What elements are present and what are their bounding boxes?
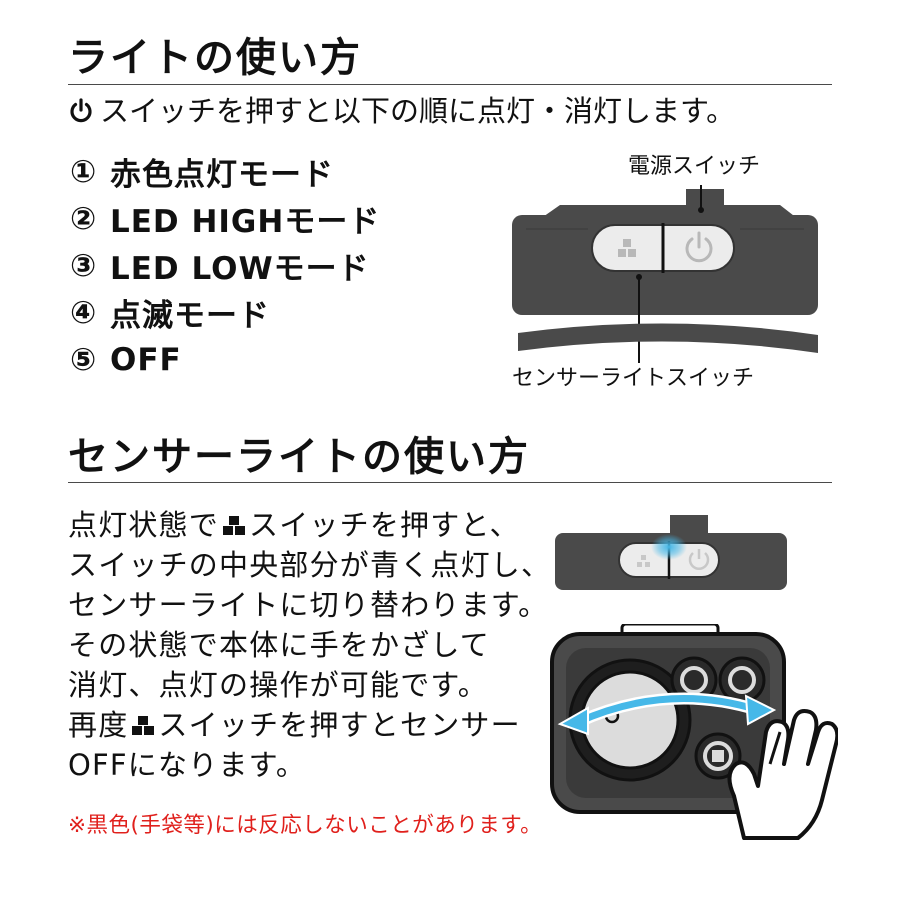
sensor-switch-icon	[132, 716, 155, 735]
swipe-arrow-icon	[557, 692, 777, 736]
headlamp-sensor-on-illustration	[555, 515, 787, 590]
section-title-light-usage: ライトの使い方	[68, 35, 362, 81]
instruction-line: OFFになります。	[68, 748, 307, 782]
warning-note: ※黒色(手袋等)には反応しないことがあります。	[68, 813, 543, 838]
instruction-line: 再度スイッチを押すとセンサー	[68, 708, 521, 742]
sensor-instructions: 点灯状態でスイッチを押すと、 スイッチの中央部分が青く点灯し、 センサーライトに…	[68, 505, 551, 785]
instruction-line: 消灯、点灯の操作が可能です。	[68, 668, 488, 702]
title-divider	[68, 482, 832, 483]
headlamp-top-illustration	[512, 185, 818, 363]
power-icon	[70, 98, 92, 123]
intro-sentence: スイッチを押すと以下の順に点灯・消灯します。	[100, 93, 736, 128]
instruction-line: センサーライトに切り替わります。	[68, 588, 549, 622]
power-switch-label: 電源スイッチ	[628, 154, 761, 179]
hand-icon	[727, 709, 838, 840]
sensor-switch-label: センサーライトスイッチ	[512, 366, 755, 391]
intro-text: スイッチを押すと以下の順に点灯・消灯します。	[66, 96, 735, 126]
instruction-line: 点灯状態でスイッチを押すと、	[68, 508, 520, 542]
headlamp-front-gesture-illustration	[550, 624, 838, 840]
sensor-switch-icon	[223, 516, 246, 535]
sensor-switch-icon	[618, 239, 636, 257]
instruction-line: スイッチの中央部分が青く点灯し、	[68, 548, 552, 582]
title-divider	[68, 84, 832, 85]
instruction-line: その状態で本体に手をかざして	[68, 628, 490, 662]
power-icon	[685, 231, 713, 263]
section-title-sensor-usage: センサーライトの使い方	[68, 434, 530, 480]
